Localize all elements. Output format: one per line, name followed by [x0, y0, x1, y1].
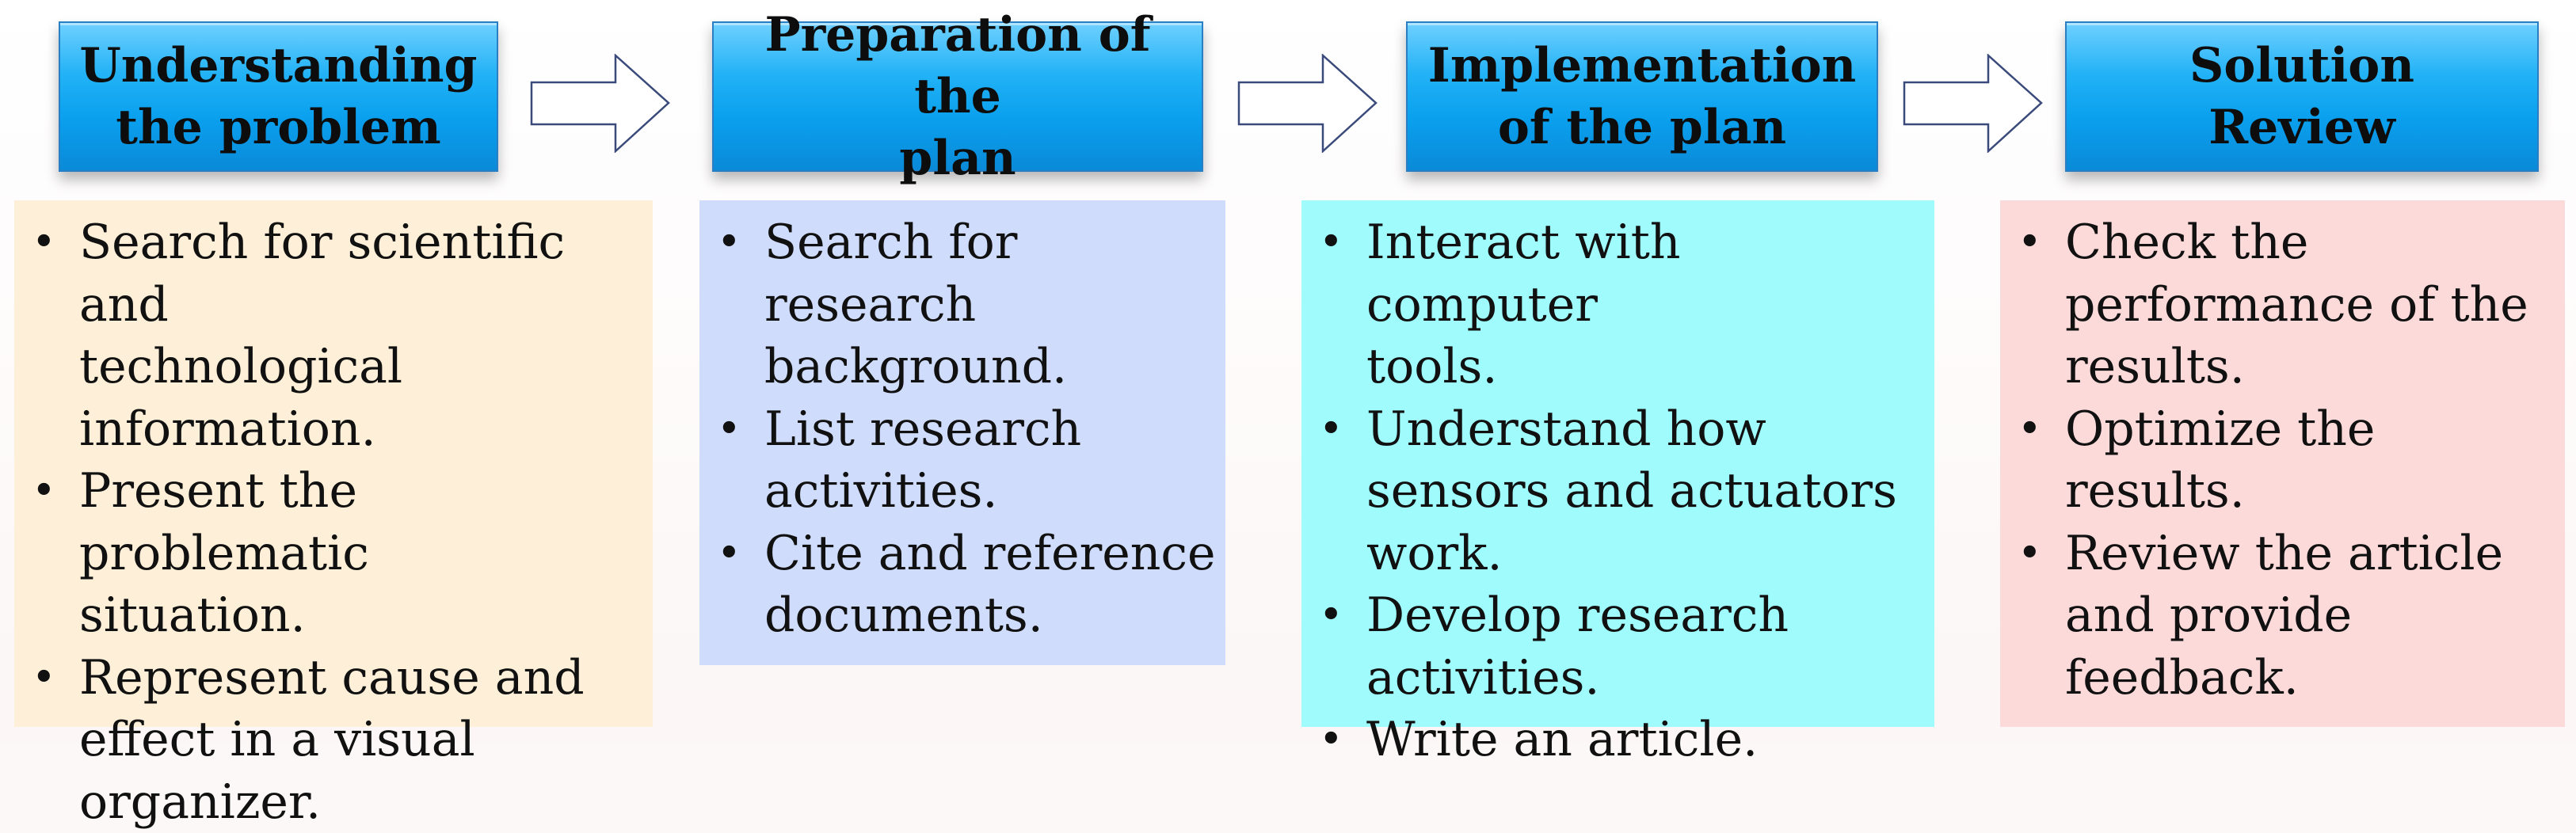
right-arrow-icon: [530, 54, 671, 153]
right-arrow-icon: [1903, 54, 2044, 153]
step-header-review: Solution Review: [2065, 21, 2539, 172]
list-item: Interact with computer tools.: [1309, 211, 1926, 398]
step-header-understanding: Understanding the problem: [59, 21, 498, 172]
list-item: Represent cause and effect in a visual o…: [22, 647, 645, 833]
process-diagram: Understanding the problem Preparation of…: [0, 0, 2576, 743]
panel-review: Check the performance of the results. Op…: [2000, 200, 2565, 727]
list-item: Present the problematic situation.: [22, 460, 645, 647]
panel-implementation: Interact with computer tools. Understand…: [1301, 200, 1934, 727]
panel-preparation: Search for research background. List res…: [699, 200, 1225, 665]
list-item: Search for scientific and technological …: [22, 211, 645, 460]
bullet-list: Search for research background. List res…: [707, 211, 1218, 647]
panel-understanding: Search for scientific and technological …: [14, 200, 653, 727]
list-item: Search for research background.: [707, 211, 1218, 398]
step-header-implementation: Implementation of the plan: [1406, 21, 1878, 172]
step-title: Solution Review: [2189, 35, 2414, 158]
list-item: Develop research activities.: [1309, 584, 1926, 709]
bullet-list: Check the performance of the results. Op…: [2008, 211, 2557, 709]
list-item: Optimize the results.: [2008, 398, 2557, 523]
bullet-list: Interact with computer tools. Understand…: [1309, 211, 1926, 771]
list-item: List research activities.: [707, 398, 1218, 523]
list-item: Understand how sensors and actuators wor…: [1309, 398, 1926, 585]
list-item: Write an article.: [1309, 709, 1926, 771]
bullet-list: Search for scientific and technological …: [22, 211, 645, 833]
step-title: Preparation of the plan: [730, 4, 1186, 189]
step-title: Understanding the problem: [79, 35, 477, 158]
list-item: Review the article and provide feedback.: [2008, 523, 2557, 709]
list-item: Cite and reference documents.: [707, 523, 1218, 647]
list-item: Check the performance of the results.: [2008, 211, 2557, 398]
right-arrow-icon: [1237, 54, 1378, 153]
step-header-preparation: Preparation of the plan: [712, 21, 1203, 172]
step-title: Implementation of the plan: [1428, 35, 1857, 158]
